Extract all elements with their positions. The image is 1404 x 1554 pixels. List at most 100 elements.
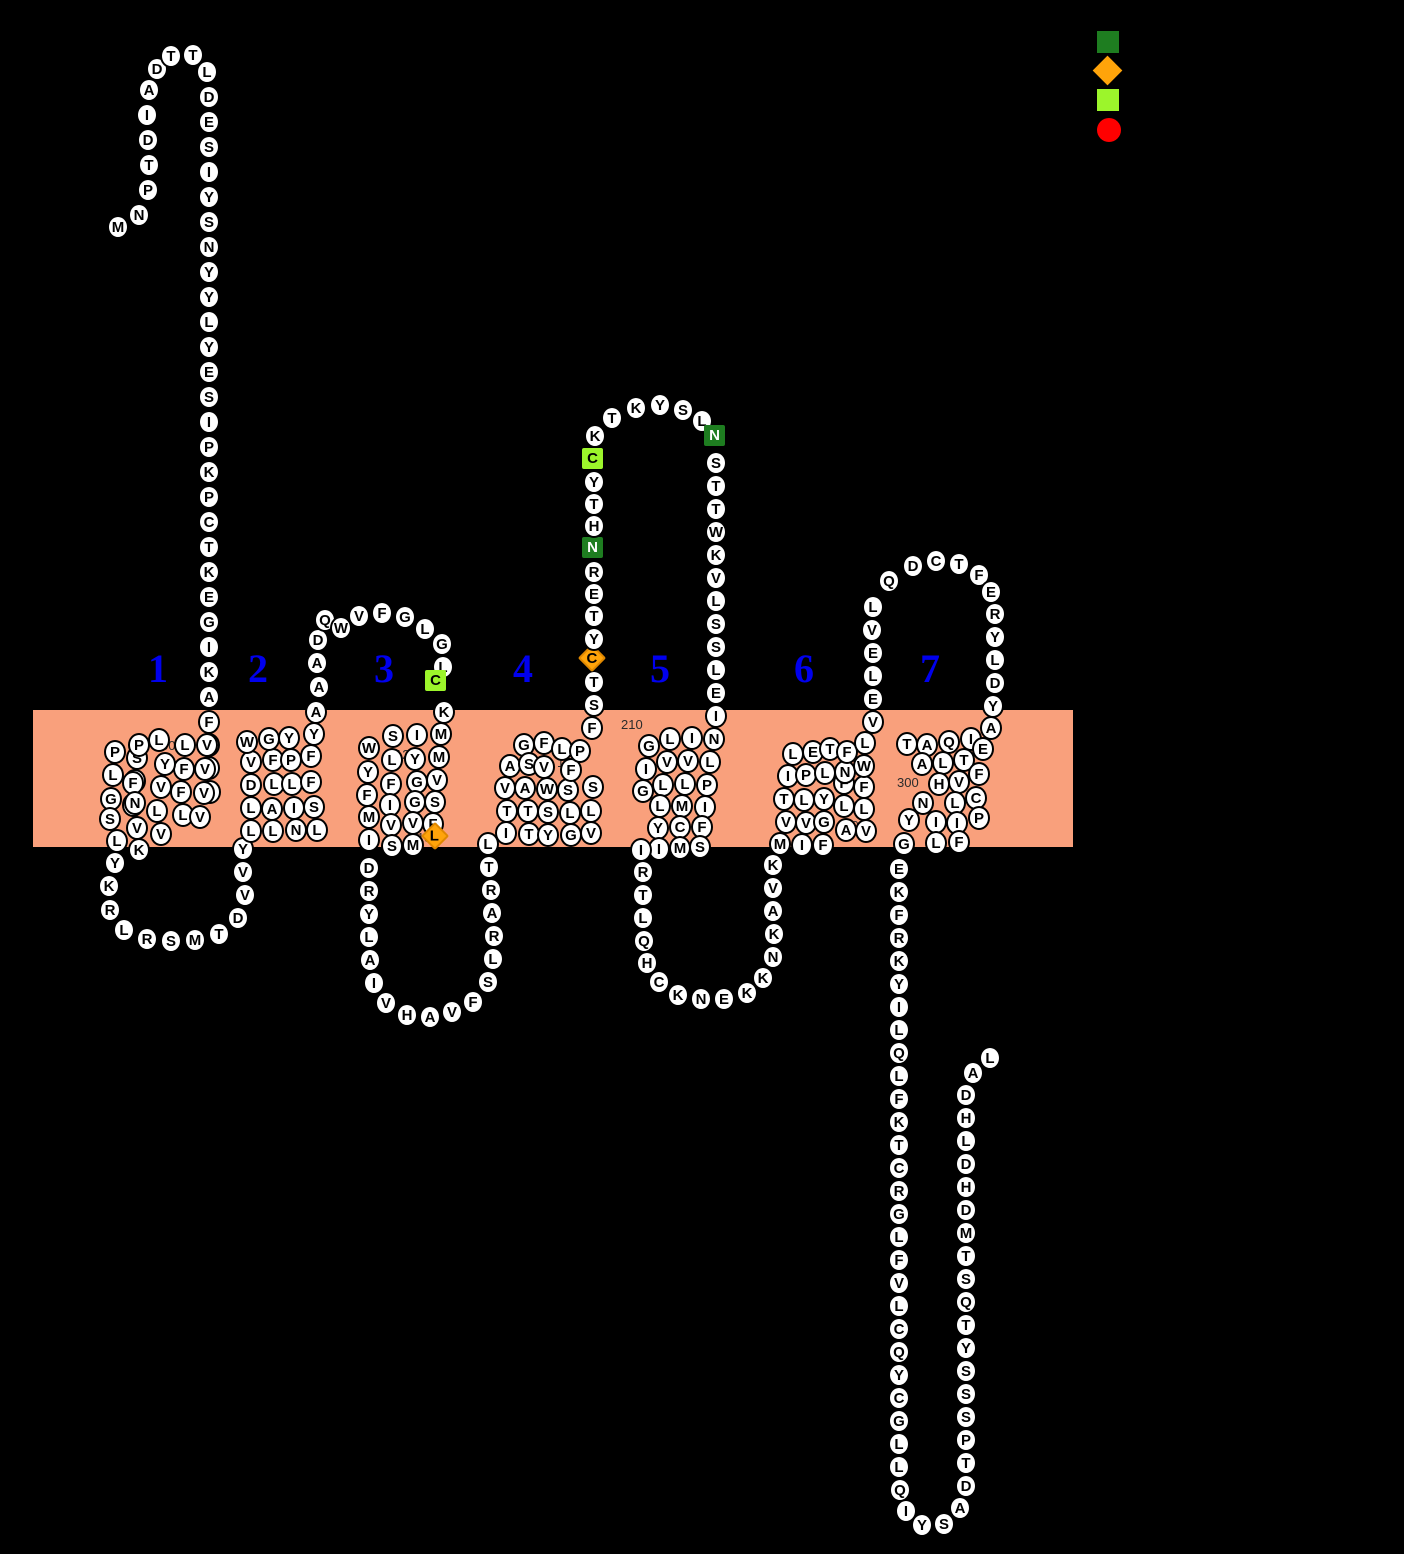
residue-S[interactable]: S <box>198 210 220 234</box>
residue-F[interactable]: F <box>462 990 484 1014</box>
residue-W[interactable]: W <box>853 754 875 778</box>
residue-K[interactable]: K <box>128 838 150 862</box>
residue-Y[interactable]: Y <box>278 726 300 750</box>
residue-L[interactable]: L <box>559 801 581 825</box>
residue-I[interactable]: I <box>283 796 305 820</box>
residue-N[interactable]: N <box>198 235 220 259</box>
residue-G[interactable]: G <box>632 779 654 803</box>
residue-M[interactable]: M <box>358 805 380 829</box>
residue-G[interactable]: G <box>258 727 280 751</box>
residue-V[interactable]: V <box>194 757 216 781</box>
residue-D[interactable]: D <box>198 85 220 109</box>
residue-V[interactable]: V <box>762 876 784 900</box>
residue-K[interactable]: K <box>736 981 758 1005</box>
residue-F[interactable]: F <box>853 775 875 799</box>
residue-P[interactable]: P <box>137 178 159 202</box>
residue-V[interactable]: V <box>193 781 215 805</box>
residue-Y[interactable]: Y <box>303 722 325 746</box>
residue-I[interactable]: I <box>198 635 220 659</box>
residue-K[interactable]: K <box>752 966 774 990</box>
residue-N[interactable]: N <box>128 203 150 227</box>
residue-I[interactable]: I <box>363 971 385 995</box>
residue-L[interactable]: L <box>888 1225 910 1249</box>
residue-F[interactable]: F <box>888 1248 910 1272</box>
residue-M[interactable]: M <box>955 1221 977 1245</box>
residue-G[interactable]: G <box>100 787 122 811</box>
residue-S[interactable]: S <box>382 724 404 748</box>
residue-K[interactable]: K <box>667 983 689 1007</box>
residue-E[interactable]: E <box>705 681 727 705</box>
residue-E[interactable]: E <box>198 585 220 609</box>
residue-V[interactable]: V <box>855 819 877 843</box>
residue-L[interactable]: L <box>888 1432 910 1456</box>
residue-V[interactable]: V <box>441 1000 463 1024</box>
residue-S[interactable]: S <box>955 1382 977 1406</box>
residue-R[interactable]: R <box>632 860 654 884</box>
residue-K[interactable]: K <box>763 922 785 946</box>
residue-W[interactable]: W <box>236 730 258 754</box>
residue-N[interactable]: N <box>690 987 712 1011</box>
residue-T[interactable]: T <box>198 535 220 559</box>
residue-R[interactable]: R <box>136 927 158 951</box>
residue-A[interactable]: A <box>514 776 536 800</box>
residue-L[interactable]: L <box>793 788 815 812</box>
residue-G[interactable]: G <box>813 810 835 834</box>
residue-K[interactable]: K <box>198 460 220 484</box>
residue-L[interactable]: L <box>853 797 875 821</box>
residue-L[interactable]: L <box>888 1064 910 1088</box>
residue-L[interactable]: L <box>862 595 884 619</box>
residue-W[interactable]: W <box>536 777 558 801</box>
residue-V[interactable]: V <box>677 749 699 773</box>
residue-P[interactable]: P <box>569 739 591 763</box>
residue-C[interactable]: C <box>888 1156 910 1180</box>
residue-P[interactable]: P <box>198 435 220 459</box>
residue-S[interactable]: S <box>689 835 711 859</box>
residue-P[interactable]: P <box>280 748 302 772</box>
residue-A[interactable]: A <box>198 685 220 709</box>
residue-H[interactable]: H <box>955 1175 977 1199</box>
residue-T[interactable]: T <box>583 492 605 516</box>
residue-R[interactable]: R <box>888 926 910 950</box>
residue-G[interactable]: G <box>888 1202 910 1226</box>
residue-R[interactable]: R <box>984 602 1006 626</box>
residue-D[interactable]: D <box>955 1152 977 1176</box>
residue-L[interactable]: L <box>414 617 436 641</box>
residue-A[interactable]: A <box>980 716 1002 740</box>
residue-L[interactable]: L <box>833 794 855 818</box>
residue-A[interactable]: A <box>261 797 283 821</box>
residue-I[interactable]: I <box>635 757 657 781</box>
residue-S[interactable]: S <box>705 612 727 636</box>
residue-R[interactable]: R <box>480 878 502 902</box>
residue-F[interactable]: F <box>812 833 834 857</box>
residue-V[interactable]: V <box>348 604 370 628</box>
residue-E[interactable]: E <box>862 687 884 711</box>
residue-G[interactable]: G <box>560 823 582 847</box>
residue-C[interactable]: C <box>888 1386 910 1410</box>
residue-E[interactable]: E <box>198 110 220 134</box>
residue-L[interactable]: L <box>979 1046 1001 1070</box>
residue-I[interactable]: I <box>895 1499 917 1523</box>
residue-L[interactable]: L <box>580 799 602 823</box>
residue-F[interactable]: F <box>888 1087 910 1111</box>
residue-E[interactable]: E <box>980 580 1002 604</box>
residue-Y[interactable]: Y <box>583 627 605 651</box>
residue-P[interactable]: P <box>696 773 718 797</box>
residue-T[interactable]: T <box>705 474 727 498</box>
residue-Y[interactable]: Y <box>404 747 426 771</box>
residue-L[interactable]: L <box>551 737 573 761</box>
residue-H[interactable]: H <box>636 951 658 975</box>
residue-Y[interactable]: Y <box>898 808 920 832</box>
residue-T[interactable]: T <box>583 604 605 628</box>
residue-T[interactable]: T <box>632 883 654 907</box>
residue-L[interactable]: L <box>174 733 196 757</box>
residue-V[interactable]: V <box>196 733 218 757</box>
residue-L[interactable]: L <box>925 831 947 855</box>
residue-F[interactable]: F <box>300 770 322 794</box>
residue-V[interactable]: V <box>375 991 397 1015</box>
residue-T[interactable]: T <box>583 670 605 694</box>
residue-W[interactable]: W <box>358 736 380 760</box>
residue-L[interactable]: L <box>932 751 954 775</box>
residue-W[interactable]: W <box>705 520 727 544</box>
residue-A[interactable]: A <box>305 700 327 724</box>
residue-K[interactable]: K <box>98 874 120 898</box>
